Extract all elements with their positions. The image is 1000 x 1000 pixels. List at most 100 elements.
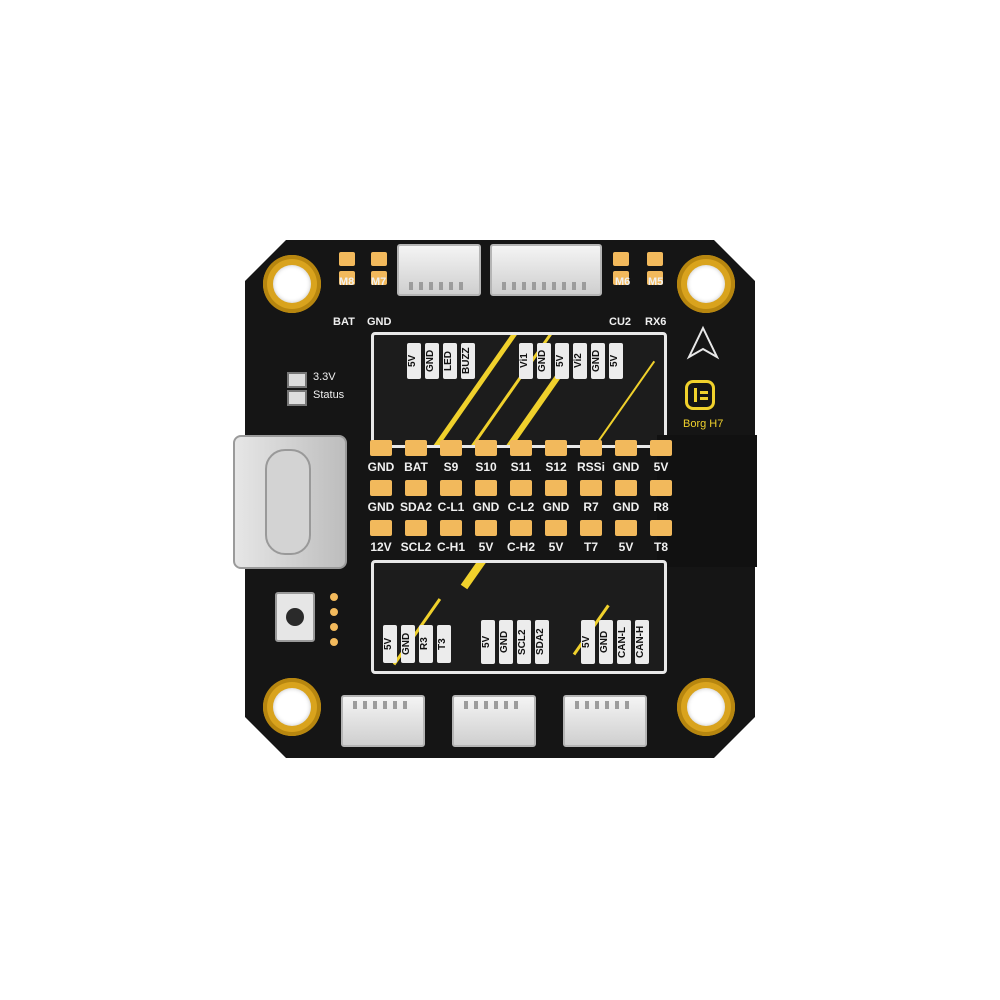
signal-pad-label: GND: [367, 500, 395, 514]
signal-pad: [440, 520, 462, 536]
upper-right-label-1: Vi1: [519, 343, 533, 379]
lower-middle-label-1: 5V: [481, 620, 495, 664]
bottom-connector-middle: [452, 695, 536, 747]
upper-left-label-3: LED: [443, 343, 457, 379]
pad-m6: [613, 252, 629, 266]
signal-pad: [650, 480, 672, 496]
signal-pad-label: R7: [583, 500, 599, 514]
signal-pad: [475, 440, 497, 456]
lower-left-label-4: T3: [437, 625, 451, 663]
label-m5: M5: [648, 276, 664, 288]
upper-left-label-2: GND: [425, 343, 439, 379]
lower-middle-label-3: SCL2: [517, 620, 531, 664]
direction-arrow-icon: [686, 325, 720, 360]
signal-pad: [440, 440, 462, 456]
top-connector-right: [490, 244, 602, 296]
bottom-connector-left: [341, 695, 425, 747]
signal-pad: [650, 520, 672, 536]
signal-pad-label: GND: [612, 460, 640, 474]
signal-pad: [510, 480, 532, 496]
upper-right-label-2: GND: [537, 343, 551, 379]
pad-m5: [647, 252, 663, 266]
small-pad-2: [330, 608, 338, 616]
signal-pad-label: C-L2: [507, 500, 535, 514]
signal-pad: [475, 480, 497, 496]
pad-bat: [339, 271, 355, 285]
bottom-connector-right: [563, 695, 647, 747]
small-pad-4: [330, 638, 338, 646]
small-pad-1: [330, 593, 338, 601]
usb-c-port: [233, 435, 347, 569]
signal-pad: [510, 440, 532, 456]
signal-pad: [405, 440, 427, 456]
signal-pad: [615, 440, 637, 456]
led-3v3: [287, 372, 307, 388]
signal-pad: [405, 520, 427, 536]
label-bat: BAT: [333, 316, 355, 328]
brand-logo-icon: [685, 380, 715, 410]
upper-left-label-1: 5V: [407, 343, 421, 379]
label-gnd-top: GND: [367, 316, 392, 328]
mount-hole-bl: [263, 678, 321, 736]
signal-pad-label: GND: [612, 500, 640, 514]
label-3v3: 3.3V: [313, 371, 336, 383]
signal-pad: [475, 520, 497, 536]
signal-pad-label: C-L1: [437, 500, 465, 514]
signal-pad: [370, 480, 392, 496]
signal-pad-label: S12: [545, 460, 567, 474]
lower-left-label-2: GND: [401, 625, 415, 663]
signal-pad-label: 5V: [653, 460, 669, 474]
pad-gnd: [371, 271, 387, 285]
lower-right-label-3: CAN-L: [617, 620, 631, 664]
led-status: [287, 390, 307, 406]
top-connector-left: [397, 244, 481, 296]
lower-right-label-1: 5V: [581, 620, 595, 664]
signal-pad-label: GND: [367, 460, 395, 474]
signal-pad: [545, 520, 567, 536]
flight-controller-board: M8 M7 BAT GND M6 M5 CU2 RX6 Borg H7 3.3V…: [203, 198, 797, 800]
signal-pad: [580, 480, 602, 496]
pad-m8: [339, 252, 355, 266]
lower-left-label-3: R3: [419, 625, 433, 663]
mount-hole-tr: [677, 255, 735, 313]
signal-pad-label: S9: [443, 460, 459, 474]
upper-right-label-6: 5V: [609, 343, 623, 379]
signal-pad-label: T8: [653, 540, 668, 554]
signal-pad-label: S10: [475, 460, 497, 474]
signal-pad-label: BAT: [404, 460, 428, 474]
mount-hole-tl: [263, 255, 321, 313]
upper-left-label-4: BUZZ: [461, 343, 475, 379]
signal-pad-label: C-H1: [436, 540, 465, 554]
lower-right-label-2: GND: [599, 620, 613, 664]
signal-pad-label: R8: [653, 500, 669, 514]
signal-pad-label: SDA2: [400, 500, 433, 514]
upper-right-label-5: GND: [591, 343, 605, 379]
boot-button[interactable]: [275, 592, 315, 642]
signal-pad-label: T7: [583, 540, 598, 554]
signal-pad-label: 5V: [618, 540, 634, 554]
upper-right-label-3: 5V: [555, 343, 569, 379]
mount-hole-br: [677, 678, 735, 736]
small-pad-3: [330, 623, 338, 631]
signal-pad: [615, 520, 637, 536]
lower-middle-label-2: GND: [499, 620, 513, 664]
label-status: Status: [313, 389, 345, 401]
lower-left-label-1: 5V: [383, 625, 397, 663]
signal-pad-label: GND: [542, 500, 570, 514]
signal-pad-label: 12V: [370, 540, 392, 554]
signal-pad: [615, 480, 637, 496]
signal-pad: [440, 480, 462, 496]
label-m6: M6: [615, 276, 631, 288]
signal-pad-label: SCL2: [400, 540, 432, 554]
signal-pad-label: 5V: [548, 540, 564, 554]
pad-cu2: [613, 271, 629, 285]
signal-pad-label: C-H2: [506, 540, 535, 554]
pad-m7: [371, 252, 387, 266]
label-cu2: CU2: [609, 316, 632, 328]
signal-pad-label: S11: [510, 460, 532, 474]
upper-right-label-4: Vi2: [573, 343, 587, 379]
signal-pad: [650, 440, 672, 456]
signal-pad: [510, 520, 532, 536]
signal-pad-label: RSSi: [576, 460, 605, 474]
label-m7: M7: [371, 276, 387, 288]
